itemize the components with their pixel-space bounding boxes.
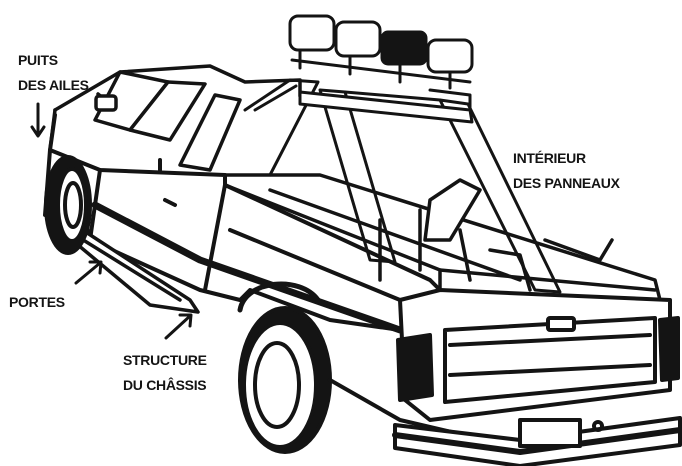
rear-wheel [240,284,330,452]
label-panels-interior-line1: INTÉRIEUR [513,150,620,167]
front-wheel [46,157,90,253]
label-chassis-frame-line2: DU CHÂSSIS [123,377,207,394]
roof-light-bar [290,16,472,88]
doors-arrow [76,263,100,283]
label-wheel-wells: PUITS DES AILES [18,52,89,94]
label-wheel-wells-line2: DES AILES [18,77,89,94]
label-wheel-wells-line1: PUITS [18,52,89,69]
label-doors: PORTES [9,294,65,311]
rear-bumper [395,418,680,466]
label-panels-interior: INTÉRIEUR DES PANNEAUX [513,150,620,192]
chassis-arrow [166,316,190,338]
label-chassis-frame: STRUCTURE DU CHÂSSIS [123,352,207,394]
label-chassis-frame-line1: STRUCTURE [123,352,207,369]
truck-bed [225,175,660,300]
label-panels-interior-line2: DES PANNEAUX [513,175,620,192]
running-board [72,225,198,312]
label-doors-line1: PORTES [9,294,65,311]
